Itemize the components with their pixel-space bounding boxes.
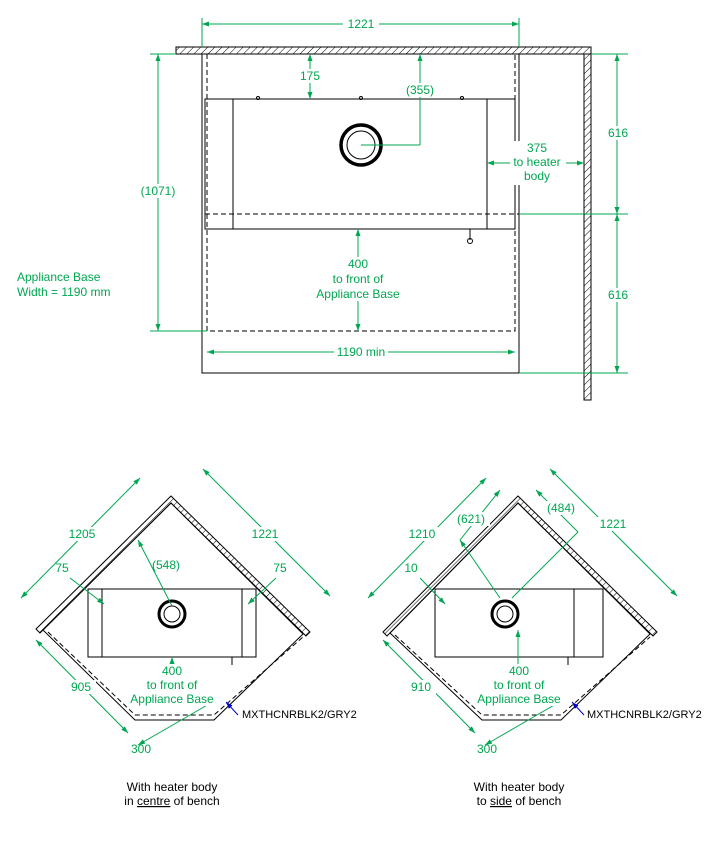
dim-1210: 1210 (409, 527, 436, 541)
back-wall (175, 46, 592, 55)
dim-375-label-2: body (524, 169, 550, 183)
part-label: MXTHCNRBLK2/GRY2 (242, 709, 357, 721)
caption-line-1: With heater body (127, 780, 218, 794)
dim-910: 910 (411, 680, 431, 694)
dim-400-top-label-2: Appliance Base (316, 287, 400, 301)
corner-walls (35, 495, 311, 637)
part-label: MXTHCNRBLK2/GRY2 (587, 709, 702, 721)
dim-400-label-2: Appliance Base (130, 692, 214, 706)
top-view: 1221 175 (355) 375 to heater body 616 61… (17, 16, 631, 401)
corner-view-centre: 1205 1221 75 75 (548) 905 300 400 to fro… (20, 468, 357, 808)
dim-1190-min: 1190 min (337, 345, 385, 359)
heater-body (87, 588, 257, 658)
dim-1221-top: 1221 (348, 17, 375, 31)
dim-400: 400 (162, 664, 182, 678)
dim-484: (484) (547, 501, 575, 515)
dim-400-label-1: to front of (147, 678, 198, 692)
dim-375-label-1: to heater (513, 155, 560, 169)
dim-616-upper: 616 (608, 126, 628, 140)
dim-300: 300 (477, 742, 497, 756)
corner-walls (382, 495, 658, 637)
dim-400: 400 (509, 664, 529, 678)
dim-75-left: 75 (55, 561, 69, 575)
appliance-base-label-1: Appliance Base (17, 270, 101, 284)
caption-line-2: to side of bench (477, 794, 562, 808)
dim-400-top-label-1: to front of (333, 272, 384, 286)
dim-400-label-2: Appliance Base (477, 692, 561, 706)
dim-75-right: 75 (273, 561, 287, 575)
dim-300: 300 (131, 742, 151, 756)
dim-616-lower: 616 (608, 288, 628, 302)
dim-621: (621) (457, 512, 485, 526)
dim-355: (355) (406, 83, 434, 97)
dim-905: 905 (71, 680, 91, 694)
corner-view-side: 1210 1221 10 (621) (484) 910 300 400 to … (367, 468, 702, 808)
caption-line-1: With heater body (474, 780, 565, 794)
dim-1205: 1205 (69, 527, 96, 541)
appliance-base-label-2: Width = 1190 mm (17, 285, 110, 299)
dim-375: 375 (527, 141, 547, 155)
stone-ring (490, 599, 520, 629)
dim-1071: (1071) (141, 184, 176, 198)
dim-400-label-1: to front of (494, 678, 545, 692)
dim-1221: 1221 (600, 517, 627, 531)
dim-400-top: 400 (348, 257, 368, 271)
dim-10: 10 (404, 561, 418, 575)
heater-body (434, 588, 604, 658)
dim-175: 175 (300, 69, 320, 83)
side-wall (583, 53, 592, 401)
caption-line-2: in centre of bench (124, 794, 219, 808)
stone-ring (157, 599, 187, 629)
dim-1221: 1221 (252, 527, 279, 541)
dim-548: (548) (152, 558, 180, 572)
